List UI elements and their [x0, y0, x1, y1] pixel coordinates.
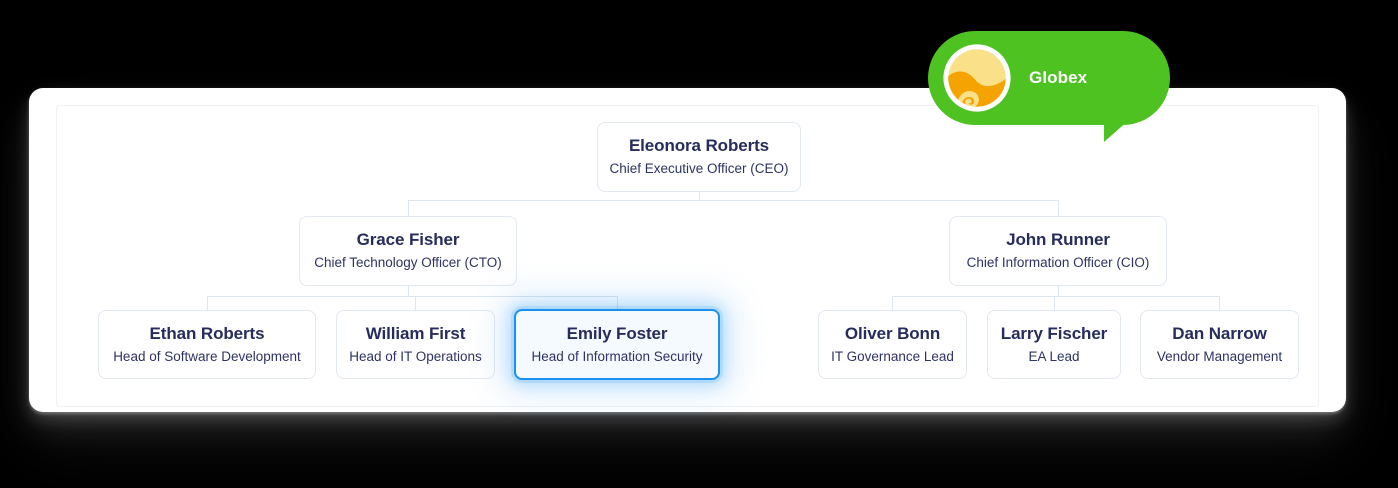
org-node-cto[interactable]: Grace Fisher Chief Technology Officer (C… — [299, 216, 517, 286]
org-node-title: Head of Information Security — [531, 348, 703, 364]
org-node-name: Eleonora Roberts — [628, 136, 770, 155]
globex-badge-label: Globex — [1029, 68, 1088, 87]
globex-badge[interactable]: Globex — [928, 31, 1170, 125]
org-node-information-security[interactable]: Emily Foster Head of Information Securit… — [514, 309, 720, 380]
org-node-vendor-management[interactable]: Dan Narrow Vendor Management — [1140, 310, 1299, 379]
org-node-title: Head of Software Development — [113, 348, 301, 364]
org-node-cio[interactable]: John Runner Chief Information Officer (C… — [949, 216, 1167, 286]
org-node-enterprise-architecture[interactable]: Larry Fischer EA Lead — [987, 310, 1121, 379]
org-node-title: Chief Information Officer (CIO) — [966, 255, 1150, 270]
org-node-name: Grace Fisher — [356, 230, 460, 249]
org-node-name: Dan Narrow — [1172, 323, 1267, 343]
org-node-software-development[interactable]: Ethan Roberts Head of Software Developme… — [98, 310, 316, 379]
org-node-it-operations[interactable]: William First Head of IT Operations — [336, 310, 495, 379]
org-node-it-governance[interactable]: Oliver Bonn IT Governance Lead — [818, 310, 967, 379]
org-node-name: Emily Foster — [566, 323, 668, 343]
org-node-title: Chief Technology Officer (CTO) — [314, 255, 502, 270]
org-node-title: Vendor Management — [1156, 348, 1283, 364]
org-node-title: Chief Executive Officer (CEO) — [609, 161, 789, 176]
org-node-ceo[interactable]: Eleonora Roberts Chief Executive Officer… — [597, 122, 801, 192]
org-node-name: Oliver Bonn — [844, 323, 941, 343]
org-node-name: Larry Fischer — [1000, 323, 1108, 343]
org-node-title: EA Lead — [1028, 348, 1080, 364]
org-node-title: Head of IT Operations — [349, 348, 482, 364]
globex-sun-wave-logo-icon — [943, 44, 1011, 112]
org-node-name: Ethan Roberts — [149, 323, 265, 343]
org-node-title: IT Governance Lead — [831, 348, 954, 364]
org-node-name: William First — [365, 323, 466, 343]
org-node-name: John Runner — [1006, 230, 1110, 249]
